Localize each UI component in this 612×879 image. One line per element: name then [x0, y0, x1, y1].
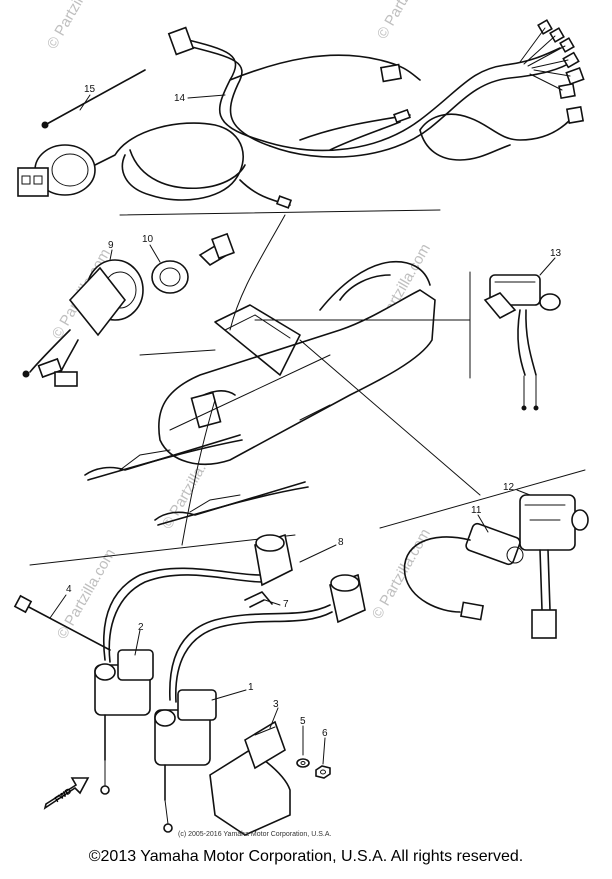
- fwd-arrow: FWD: [43, 777, 90, 810]
- callout-5: 5: [300, 716, 306, 727]
- callout-1: 1: [248, 682, 254, 693]
- connector-fan: [519, 19, 585, 125]
- callout-6: 6: [322, 728, 328, 739]
- main-switch-assembly: [17, 122, 293, 209]
- callout-4: 4: [66, 584, 72, 595]
- callout-2: 2: [138, 622, 144, 633]
- watermark: © Partzilla.com: [374, 0, 439, 42]
- callout-13: 13: [550, 248, 562, 259]
- divider-lower-left: [29, 534, 296, 566]
- section-dividers: [29, 209, 586, 566]
- callout-11: 11: [471, 505, 482, 516]
- divider-lower-right: [379, 469, 586, 529]
- diagram-copyright: (c) 2005-2016 Yamaha Motor Corporation, …: [178, 831, 331, 838]
- callout-10: 10: [142, 234, 154, 245]
- switch-cap-and-key: [151, 232, 235, 294]
- callout-7: 7: [283, 599, 289, 610]
- watermark: © Partzilla.com: [54, 546, 119, 642]
- washer-and-nut: [296, 758, 331, 779]
- callout-15: 15: [84, 84, 96, 95]
- handlebar-switch-13: [483, 274, 561, 411]
- wire-harness: [167, 19, 585, 161]
- handlebar-switch-11-12: [403, 494, 589, 639]
- coil-cover: [209, 720, 291, 836]
- main-switch: [22, 259, 144, 387]
- ignition-coils: [94, 567, 333, 833]
- parts-diagram: © Partzilla.com © Partzilla.com © Partzi…: [13, 0, 589, 838]
- plug-caps: [244, 533, 366, 624]
- callout-9: 9: [108, 240, 114, 251]
- callout-8: 8: [338, 537, 344, 548]
- footer-copyright: ©2013 Yamaha Motor Corporation, U.S.A. A…: [88, 848, 524, 865]
- callout-14: 14: [174, 93, 186, 104]
- leader-lines: [139, 214, 481, 546]
- bolt: [13, 594, 111, 651]
- divider-top: [119, 209, 441, 216]
- cable-tie: [41, 69, 146, 129]
- callout-12: 12: [503, 482, 515, 493]
- callout-leaders: [49, 94, 556, 765]
- callout-3: 3: [273, 699, 279, 710]
- callouts: 1 2 3 4 5 6 7 8 9 10 11 12 13 14 15: [66, 84, 562, 739]
- watermark: © Partzilla.com: [44, 0, 109, 52]
